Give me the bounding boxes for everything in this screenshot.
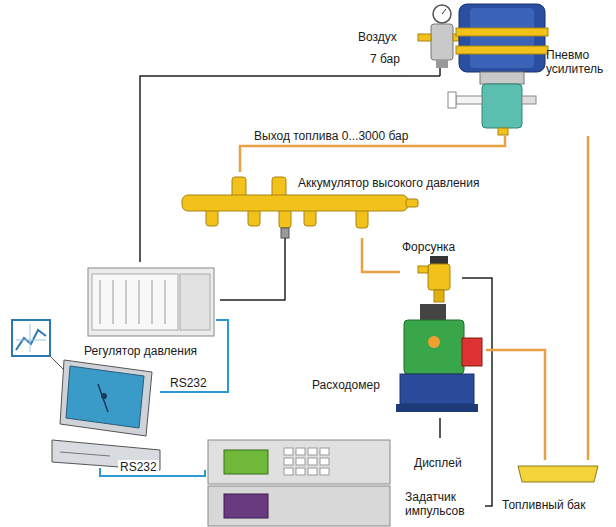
fuel-tank — [518, 466, 598, 482]
pressure-regulator — [88, 268, 214, 336]
computer — [12, 320, 160, 470]
edge-label: Выход топлива 0...3000 бар — [252, 129, 410, 143]
component-label: Аккумулятор высокого давления — [298, 176, 479, 190]
note-label: 7 бар — [368, 52, 402, 66]
fuel-tank: Топливный бак — [496, 460, 612, 522]
pressure-regulator: Регулятор давления — [80, 262, 220, 362]
pulse-generator: Задатчик импульсов — [205, 486, 485, 526]
component-label: Расходомер — [312, 378, 380, 392]
connector — [220, 238, 285, 300]
component-label: Пневмо усилитель — [546, 48, 612, 76]
connector — [462, 278, 492, 506]
component-label: Форсунка — [402, 240, 455, 254]
pneumo-amplifier — [448, 4, 548, 135]
signal-name: RS232 — [168, 376, 209, 390]
electronics-rack — [208, 440, 390, 526]
note-label: Воздух — [356, 30, 399, 44]
pneumo-amplifier: Пневмо усилитель — [410, 0, 614, 136]
display-unit: Дисплей — [205, 438, 475, 484]
flow-meter — [396, 304, 482, 412]
component-label: Дисплей — [414, 456, 462, 470]
signal-name: RS232 — [118, 460, 159, 474]
component-label: Топливный бак — [502, 498, 585, 512]
flow-meter: Расходомер — [310, 302, 486, 418]
connector — [440, 418, 441, 438]
component-label: Задатчик импульсов — [405, 490, 483, 518]
injector — [418, 256, 450, 302]
connector — [362, 238, 400, 272]
wire — [100, 68, 440, 476]
connector — [486, 350, 545, 460]
connector — [588, 136, 589, 460]
component-label: Регулятор давления — [84, 344, 197, 358]
connector — [140, 76, 410, 262]
air-regulator — [418, 5, 459, 68]
injector: Форсунка — [400, 238, 462, 304]
high-pressure-rail: Аккумулятор высокого давления — [180, 172, 500, 238]
